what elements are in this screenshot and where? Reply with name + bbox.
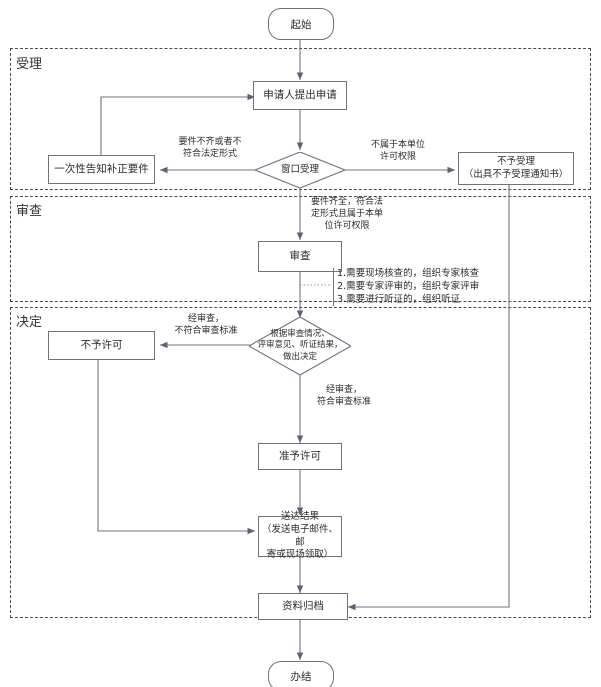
edge-label-complete-ok: 要件齐全，符合法 定形式且属于本单 位许可权限 [310, 197, 383, 232]
edge-label-not-complete: 要件不齐或者不 符合法定形式 [178, 137, 242, 160]
node-archive[interactable]: 资料归档 [258, 593, 348, 620]
node-deliver-result[interactable]: 送达结果 （发送电子邮件、邮 寄或现场领取） [258, 511, 342, 560]
node-decide-label: 根据审查情况、 评审意见、听证结果， 做出决定 [257, 329, 343, 362]
edge-label-not-jurisdiction: 不属于本单位 许可权限 [370, 140, 425, 163]
node-reject-acceptance[interactable]: 不予受理 （出具不予受理通知书） [458, 152, 574, 185]
node-approve[interactable]: 准予许可 [258, 443, 342, 470]
lane-label-decision: 决定 [16, 315, 43, 330]
node-start[interactable]: 起始 [268, 8, 334, 40]
lane-label-acceptance: 受理 [16, 57, 43, 72]
node-apply[interactable]: 申请人提出申请 [253, 81, 347, 110]
node-end[interactable]: 办结 [268, 661, 334, 687]
edge-label-pass-standard: 经审查， 符合审查标准 [316, 385, 371, 408]
node-window-accept[interactable]: 窗口受理 [255, 152, 345, 188]
edge-label-fail-standard: 经审查， 不符合审查标准 [174, 314, 238, 337]
lane-label-review: 审查 [16, 204, 43, 219]
node-notify-correct[interactable]: 一次性告知补正要件 [48, 155, 155, 184]
node-disapprove[interactable]: 不予许可 [48, 331, 155, 360]
examine-note-list: 1.需要现场核查的，组织专家核查 2.需要专家评审的，组织专家评审 3.需要进行… [333, 268, 479, 307]
node-examine[interactable]: 审查 [258, 241, 342, 272]
node-decide[interactable]: 根据审查情况、 评审意见、听证结果， 做出决定 [249, 317, 351, 375]
node-window-accept-label: 窗口受理 [280, 163, 319, 175]
